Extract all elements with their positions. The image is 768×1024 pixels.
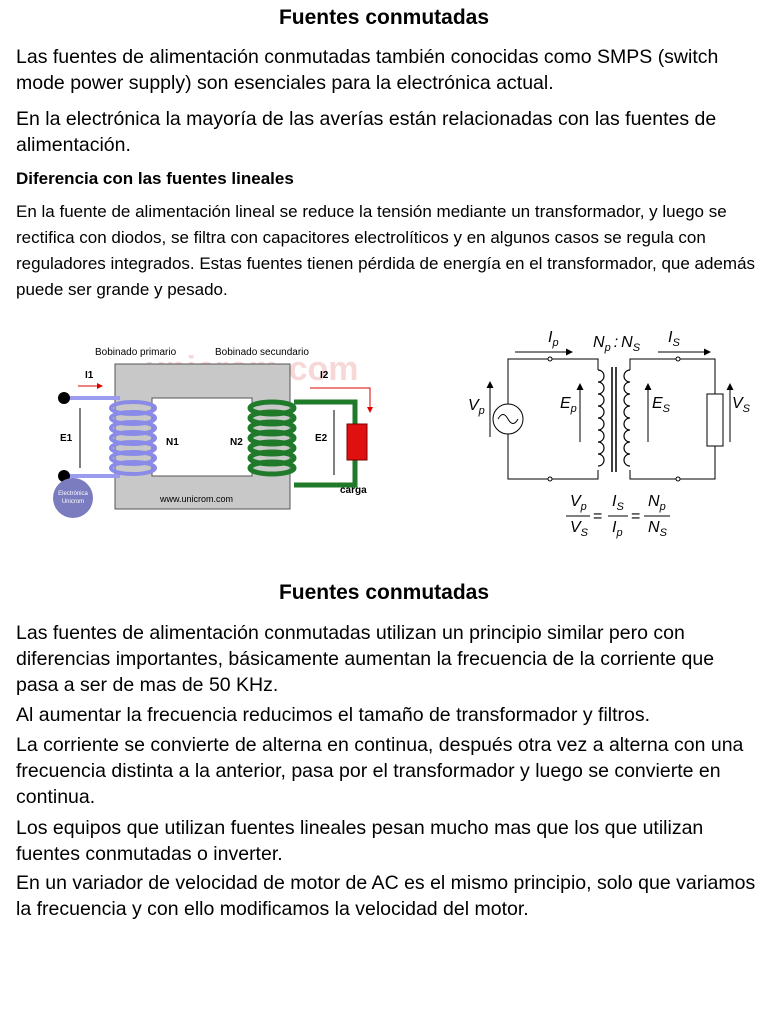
label-n1: N1 [166, 437, 179, 448]
section2-paragraph-1: Las fuentes de alimentación conmutadas u… [16, 622, 715, 696]
svg-text:VS: VS [570, 519, 589, 539]
secondary-wire [294, 399, 358, 488]
svg-text:Np: Np [648, 493, 666, 513]
section2-paragraph-2: Al aumentar la frecuencia reducimos el t… [16, 704, 651, 726]
label-es: ES [652, 395, 671, 415]
svg-text:=: = [593, 508, 602, 525]
ratio-equation: Vp VS = IS Ip = Np NS [566, 493, 670, 539]
section1-paragraph-1: Las fuentes de alimentación conmutadas t… [16, 46, 719, 94]
secondary-coil-schematic [623, 369, 637, 470]
section1-title: Fuentes conmutadas [278, 6, 490, 29]
load-resistor [346, 423, 368, 461]
section2-paragraph-3: La corriente se convierte de alterna en … [16, 734, 744, 808]
svg-text:Electrónica: Electrónica [58, 491, 88, 497]
svg-text:NS: NS [648, 519, 668, 539]
primary-coil [109, 400, 157, 476]
secondary-loop [629, 358, 716, 480]
svg-text:Vp: Vp [570, 493, 587, 513]
label-website: www.unicrom.com [159, 494, 233, 504]
transformer-schematic: Ip Np:NS IS Vp Ep ES VS Vp VS = IS Ip = … [468, 329, 751, 539]
label-vp: Vp [468, 397, 485, 417]
label-primary-winding: Bobinado primario [95, 347, 177, 358]
load-resistor-schematic [706, 393, 724, 447]
label-vs: VS [732, 395, 751, 415]
label-np-ns: Np:NS [593, 334, 641, 354]
section1-subheading: Diferencia con las fuentes lineales [16, 169, 294, 188]
label-ep: Ep [560, 395, 577, 415]
label-is: IS [668, 329, 680, 349]
section1-paragraph-2: En la electrónica la mayoría de las aver… [16, 108, 717, 156]
core-lines [611, 367, 617, 472]
primary-loop [507, 358, 599, 480]
primary-coil-schematic [591, 369, 605, 470]
transformer-physical-diagram: unicrom.com Bobinado primario Bobinado s… [53, 347, 373, 518]
section2-paragraph-4: Los equipos que utilizan fuentes lineale… [16, 817, 704, 865]
svg-text:IS: IS [612, 493, 624, 513]
svg-text:Ip: Ip [612, 519, 623, 539]
ac-source-wave [497, 414, 519, 424]
label-load: carga [340, 485, 367, 496]
section2-title: Fuentes conmutadas [278, 581, 490, 604]
section2-paragraph-5: En un variador de velocidad de motor de … [16, 872, 756, 920]
label-i2: I2 [320, 370, 329, 381]
i2-arrow [310, 387, 373, 413]
unicrom-logo: Electrónica Unicrom [53, 478, 93, 518]
label-n2: N2 [230, 437, 243, 448]
svg-text:=: = [631, 508, 640, 525]
label-i1: I1 [85, 370, 94, 381]
primary-terminal-top [58, 392, 70, 404]
secondary-coil [247, 399, 297, 477]
label-e1: E1 [60, 433, 73, 444]
core-window [151, 397, 253, 477]
label-e2: E2 [315, 433, 328, 444]
primary-wire [64, 396, 120, 478]
label-secondary-winding: Bobinado secundario [215, 347, 309, 358]
section1-paragraph-3: En la fuente de alimentación lineal se r… [16, 202, 756, 299]
label-ip: Ip [548, 329, 559, 349]
svg-text:Unicrom: Unicrom [62, 499, 84, 505]
